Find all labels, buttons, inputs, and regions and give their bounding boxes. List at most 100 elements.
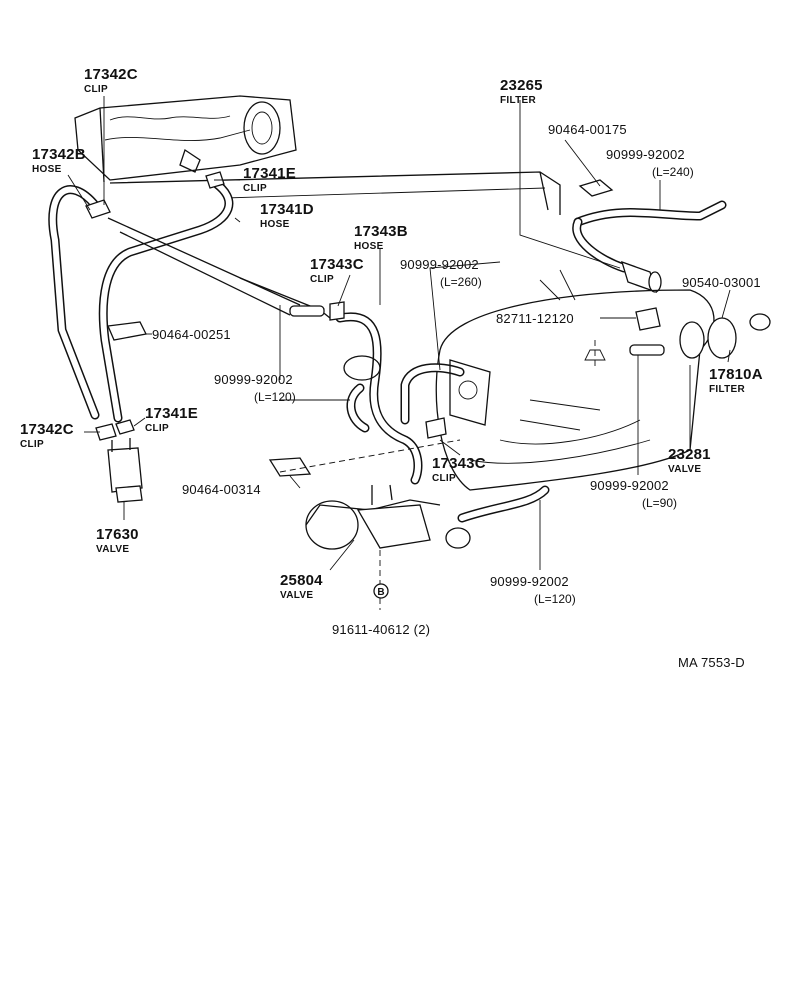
callout-17341e-top: 17341E CLIP xyxy=(243,166,296,194)
callout-90999-92002-l120-left: 90999-92002 (L=120) xyxy=(214,372,296,403)
part-number: 23281 xyxy=(668,446,711,463)
callout-17630: 17630 VALVE xyxy=(96,527,139,555)
filter-17810a xyxy=(749,313,771,331)
hose-l260 xyxy=(400,363,465,425)
hose-length: (L=260) xyxy=(440,275,482,289)
valve-17630 xyxy=(107,438,143,503)
callout-17343b: 17343B HOSE xyxy=(354,224,408,252)
callout-90464-00251: 90464-00251 xyxy=(152,327,231,343)
callout-17342c-top: 17342C CLIP xyxy=(84,67,138,95)
part-number: 90999-92002 xyxy=(606,147,685,162)
part-name: FILTER xyxy=(709,384,746,395)
hose-l120-right xyxy=(457,485,550,523)
part-name: VALVE xyxy=(96,544,130,555)
callout-90999-92002-l120-right: 90999-92002 (L=120) xyxy=(490,574,576,605)
clip-90464-00251 xyxy=(107,321,147,341)
part-name: VALVE xyxy=(668,464,702,475)
callout-17342c-bottom: 17342C CLIP xyxy=(20,422,74,450)
part-number: 17341D xyxy=(260,201,314,218)
canister-flange xyxy=(449,359,491,426)
part-number: 17630 xyxy=(96,526,139,543)
callout-23265: 23265 FILTER xyxy=(500,78,543,106)
part-name: CLIP xyxy=(84,84,108,95)
part-name: CLIP xyxy=(20,439,44,450)
part-number: 17342B xyxy=(32,146,86,163)
callout-90464-00314: 90464-00314 xyxy=(182,482,261,498)
vacuum-pipes xyxy=(107,217,331,319)
part-name: VALVE xyxy=(280,590,314,601)
svg-text:B: B xyxy=(377,587,384,598)
part-number: 17341E xyxy=(145,405,198,422)
callout-17810a: 17810A FILTER xyxy=(709,367,763,395)
diagram-code-text: MA 7553-D xyxy=(678,655,745,670)
part-number: 82711-12120 xyxy=(496,311,574,326)
clip-82711-12120 xyxy=(635,307,661,331)
hose-l120-left xyxy=(343,355,381,433)
callout-17341e-bottom: 17341E CLIP xyxy=(145,406,198,434)
part-number: 90540-03001 xyxy=(682,275,761,290)
part-number: 23265 xyxy=(500,77,543,94)
part-number: 90464-00175 xyxy=(548,122,627,137)
hose-17341d xyxy=(98,177,234,423)
valve-23281 xyxy=(679,317,737,359)
callout-90999-92002-l260: 90999-92002 (L=260) xyxy=(400,257,482,288)
charcoal-canister xyxy=(435,269,715,491)
callout-90540-03001: 90540-03001 xyxy=(682,275,761,291)
part-name: CLIP xyxy=(310,274,334,285)
callout-82711-12120: 82711-12120 xyxy=(496,311,574,327)
part-number: 17343C xyxy=(310,256,364,273)
filter-23265 xyxy=(621,260,662,294)
part-name: HOSE xyxy=(32,164,62,175)
part-number: 17810A xyxy=(709,366,763,383)
part-name: FILTER xyxy=(500,95,537,106)
part-number: 90464-00251 xyxy=(152,327,231,342)
part-name: CLIP xyxy=(145,423,169,434)
clips-lower-left xyxy=(95,419,135,441)
hose-l90 xyxy=(629,344,665,356)
part-number: 17343B xyxy=(354,223,408,240)
callout-90999-92002-l90: 90999-92002 (L=90) xyxy=(590,478,677,509)
part-number: 25804 xyxy=(280,572,323,589)
part-name: HOSE xyxy=(354,241,384,252)
hose-length: (L=120) xyxy=(534,592,576,606)
hose-17342b xyxy=(48,185,100,420)
air-intake-duct xyxy=(74,95,297,183)
clip-90464-00314 xyxy=(268,457,312,477)
part-number: 17342C xyxy=(20,421,74,438)
part-number: 17341E xyxy=(243,165,296,182)
callout-17343c-upper: 17343C CLIP xyxy=(310,257,364,285)
hose-17343b xyxy=(335,312,423,485)
clip-17343c-lower xyxy=(425,417,447,439)
clip-17343c-upper xyxy=(329,301,345,321)
valve-25804 xyxy=(305,484,471,585)
callout-23281: 23281 VALVE xyxy=(668,447,711,475)
hose-length: (L=90) xyxy=(642,496,678,510)
part-number: 90464-00314 xyxy=(182,482,261,497)
part-number: 90999-92002 xyxy=(400,257,479,272)
part-number: 91611-40612 (2) xyxy=(332,622,431,637)
leader-lines xyxy=(67,96,731,610)
callout-90999-92002-l240: 90999-92002 (L=240) xyxy=(606,147,694,178)
bolt-91611-40612-marker: B xyxy=(373,583,389,599)
callout-25804: 25804 VALVE xyxy=(280,573,323,601)
callout-17343c-lower: 17343C CLIP xyxy=(432,456,486,484)
engine-outline xyxy=(109,171,561,215)
callout-90464-00175: 90464-00175 xyxy=(548,122,627,138)
hose-length: (L=240) xyxy=(652,165,694,179)
hose-length: (L=120) xyxy=(254,390,296,404)
part-name: HOSE xyxy=(260,219,290,230)
callout-91611-40612: 91611-40612 (2) xyxy=(332,622,430,638)
hose-l240 xyxy=(572,200,727,273)
callout-17341d: 17341D HOSE xyxy=(260,202,314,230)
callout-17342b: 17342B HOSE xyxy=(32,147,86,175)
part-name: CLIP xyxy=(243,183,267,194)
part-number: 90999-92002 xyxy=(590,478,669,493)
clip-90464-00175 xyxy=(578,179,614,197)
part-number: 17343C xyxy=(432,455,486,472)
part-number: 17342C xyxy=(84,66,138,83)
part-number: 90999-92002 xyxy=(490,574,569,589)
part-number: 90999-92002 xyxy=(214,372,293,387)
part-name: CLIP xyxy=(432,473,456,484)
diagram-code: MA 7553-D xyxy=(678,655,745,671)
